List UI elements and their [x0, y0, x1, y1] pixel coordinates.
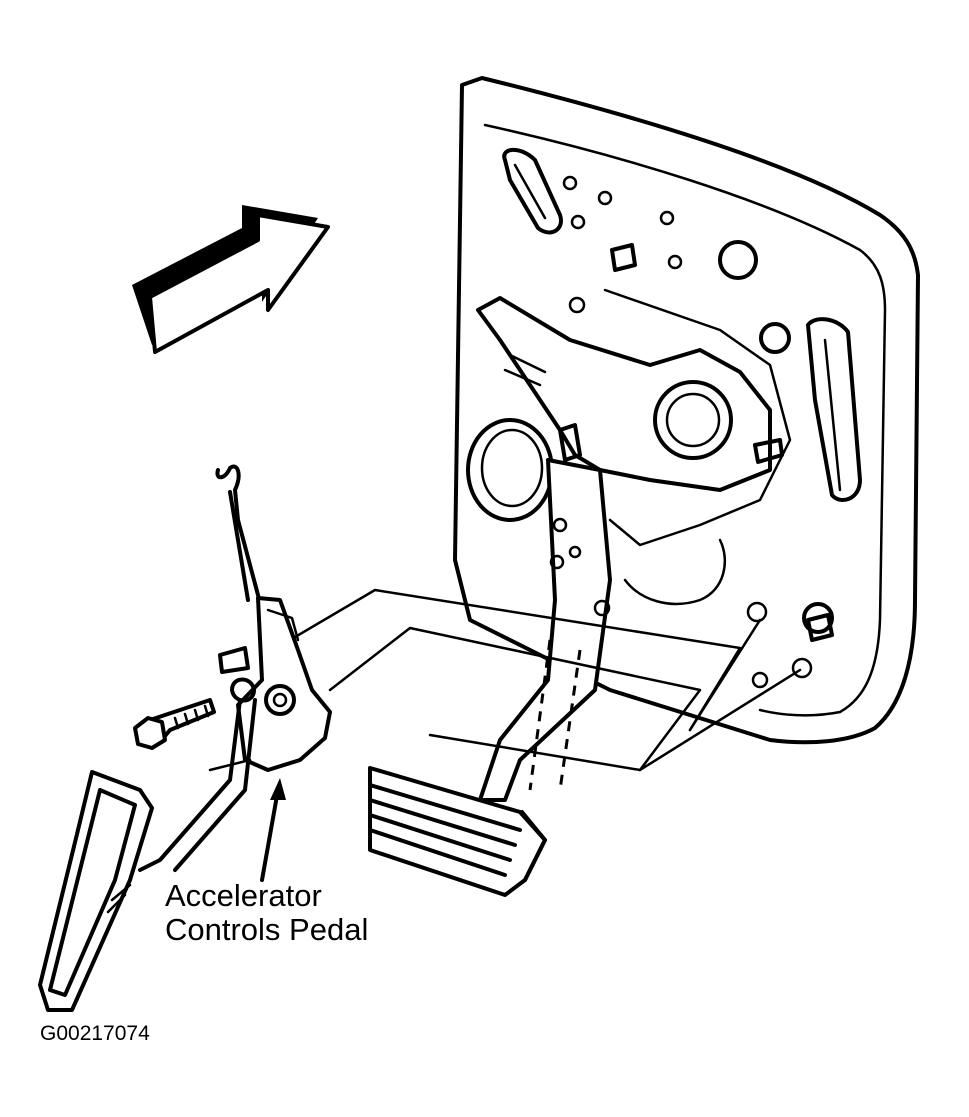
direction-arrow [132, 205, 330, 354]
brake-pedal-pad [368, 766, 547, 897]
mounting-bolt [133, 698, 216, 750]
accelerator-pedal-module [138, 464, 332, 872]
figure-id: G00217074 [40, 1022, 150, 1045]
callout-label-line2: Controls Pedal [165, 912, 368, 947]
mounting-path-outline [288, 588, 802, 791]
brake-pedal-bracket [466, 296, 784, 522]
brake-pedal-arm [478, 458, 612, 802]
callout-leader-arrow [260, 778, 286, 882]
accelerator-pedal-pad [38, 770, 154, 1012]
callout-label-line1: Accelerator [165, 878, 322, 913]
